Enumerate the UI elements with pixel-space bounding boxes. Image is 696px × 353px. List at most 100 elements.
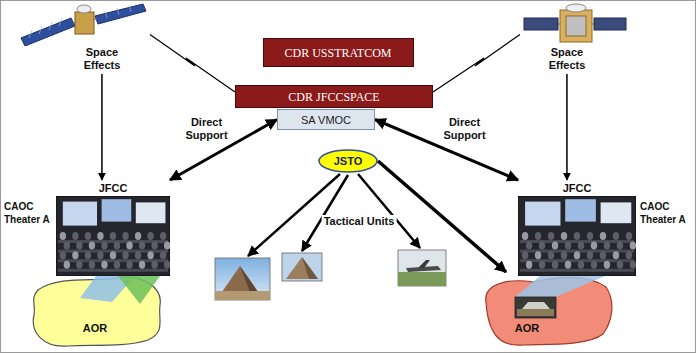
satellite-node: Space Effects	[520, 2, 630, 74]
person	[613, 232, 619, 240]
panel-cell	[49, 22, 52, 30]
pyramid-shade	[302, 257, 318, 279]
person	[60, 251, 66, 259]
coverage-projection	[118, 276, 160, 304]
mountain-shade	[240, 266, 258, 292]
person	[613, 251, 619, 259]
person	[60, 232, 66, 240]
person	[151, 242, 157, 250]
tasking-arrow	[358, 174, 420, 248]
person	[110, 251, 116, 259]
person	[89, 242, 95, 250]
support-arrow	[101, 74, 103, 180]
node-label: Space Effects	[540, 46, 594, 72]
satellite-body	[75, 12, 94, 34]
photo-sky	[215, 258, 270, 300]
tactical-photo	[398, 250, 446, 286]
node-heading: JFCC	[557, 182, 597, 195]
person	[64, 261, 70, 269]
person	[160, 251, 166, 259]
person	[587, 232, 593, 240]
ground	[215, 291, 270, 300]
wall-screen	[102, 199, 132, 221]
person	[587, 251, 593, 259]
tasking-arrow	[302, 175, 348, 251]
inset-photo	[515, 297, 556, 318]
person	[126, 242, 132, 250]
person	[135, 251, 141, 259]
wall-screen	[601, 202, 632, 223]
office-ellipse: JSTO	[318, 149, 378, 173]
ground	[517, 309, 554, 316]
panel-cell	[39, 26, 42, 34]
satellite-illustration	[520, 2, 630, 46]
operations-photo	[518, 196, 636, 276]
person	[578, 261, 584, 269]
console-row	[58, 240, 168, 243]
satellite-illustration	[15, 2, 150, 46]
person	[147, 251, 153, 259]
person	[164, 242, 170, 250]
satellite-node: Space Effects	[15, 2, 150, 74]
person	[552, 242, 558, 250]
person	[522, 232, 528, 240]
person	[139, 261, 145, 269]
person	[539, 261, 545, 269]
lightning-link	[433, 34, 520, 92]
person	[97, 232, 103, 240]
panel-cell	[129, 5, 131, 12]
mountain	[222, 266, 258, 292]
person	[72, 232, 78, 240]
person	[85, 251, 91, 259]
wall-screen	[565, 199, 596, 221]
panel-cell	[117, 8, 119, 15]
person	[526, 261, 532, 269]
instrument-panel	[566, 16, 586, 36]
operations-photo	[56, 196, 170, 276]
support-arrow	[566, 74, 568, 180]
person	[617, 261, 623, 269]
person	[64, 242, 70, 250]
person	[147, 232, 153, 240]
node-label: JSTO	[334, 154, 363, 168]
person	[626, 251, 632, 259]
node-label: CDR USSTRATCOM	[284, 46, 391, 60]
console-row	[58, 259, 168, 262]
panel-cell	[29, 30, 32, 38]
node-heading: JFCC	[93, 182, 133, 195]
console-row	[520, 269, 634, 272]
wall-screen	[63, 202, 97, 226]
person	[122, 251, 128, 259]
person	[552, 261, 558, 269]
tactical-photo	[282, 253, 322, 281]
photo-sky	[282, 253, 322, 281]
person	[600, 232, 606, 240]
grass	[398, 272, 446, 286]
person	[617, 242, 623, 250]
person	[126, 261, 132, 269]
person	[114, 242, 120, 250]
person	[591, 261, 597, 269]
person	[122, 232, 128, 240]
person	[101, 242, 107, 250]
solar-panel	[95, 4, 146, 24]
console-row	[58, 269, 168, 272]
person	[565, 242, 571, 250]
edge-label: Direct Support	[438, 116, 492, 142]
person	[97, 251, 103, 259]
person	[139, 242, 145, 250]
person	[535, 232, 541, 240]
photo-frame	[515, 297, 556, 318]
aircraft-wing	[418, 260, 430, 268]
person	[548, 251, 554, 259]
person	[151, 261, 157, 269]
person	[72, 251, 78, 259]
solar-panel	[594, 18, 626, 30]
person	[574, 251, 580, 259]
panel-cell	[59, 18, 62, 26]
node-label: CAOC Theater A	[640, 200, 690, 226]
edge-label: Direct Support	[180, 116, 234, 142]
region-label: AOR	[507, 322, 547, 335]
photo-sky	[398, 250, 446, 286]
